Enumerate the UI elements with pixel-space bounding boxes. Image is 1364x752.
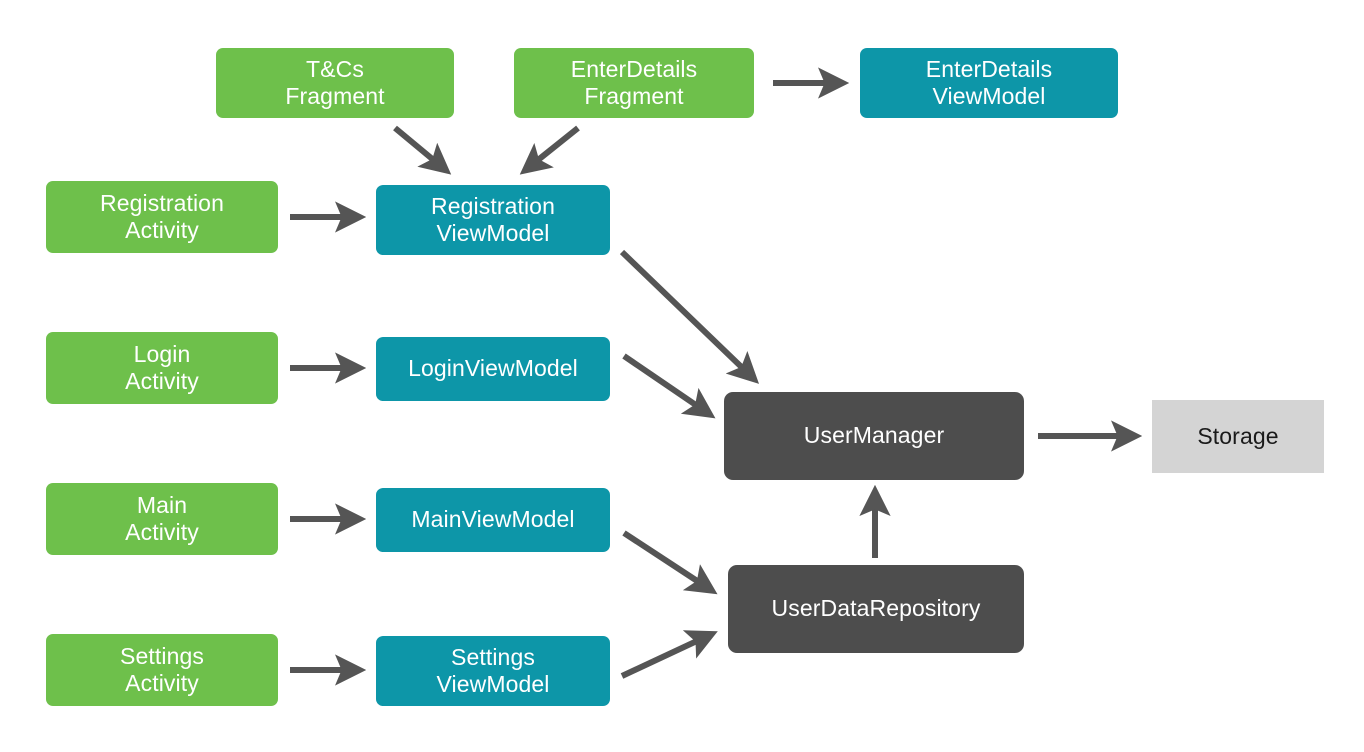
node-enterdetails-viewmodel[interactable]: EnterDetails ViewModel (860, 48, 1118, 118)
arrow-registration-viewmodel-to-user-manager (619, 249, 760, 384)
node-registration-viewmodel[interactable]: Registration ViewModel (376, 185, 610, 255)
node-storage[interactable]: Storage (1152, 400, 1324, 473)
node-user-data-repository[interactable]: UserDataRepository (728, 565, 1024, 653)
node-enterdetails-fragment[interactable]: EnterDetails Fragment (514, 48, 754, 118)
node-login-activity[interactable]: Login Activity (46, 332, 278, 404)
node-tcs-fragment[interactable]: T&Cs Fragment (216, 48, 454, 118)
node-main-viewmodel[interactable]: MainViewModel (376, 488, 610, 552)
arrow-login-viewmodel-to-user-manager (622, 353, 716, 419)
node-main-activity[interactable]: Main Activity (46, 483, 278, 555)
node-settings-viewmodel[interactable]: Settings ViewModel (376, 636, 610, 706)
node-registration-activity[interactable]: Registration Activity (46, 181, 278, 253)
node-user-manager[interactable]: UserManager (724, 392, 1024, 480)
arrow-tcs-fragment-to-registration-viewmodel (393, 125, 452, 175)
arrow-enterdetails-fragment-to-registration-viewmodel (519, 125, 580, 175)
node-settings-activity[interactable]: Settings Activity (46, 634, 278, 706)
arrow-main-viewmodel-to-user-data-repository (622, 530, 718, 595)
node-login-viewmodel[interactable]: LoginViewModel (376, 337, 610, 401)
arrow-settings-viewmodel-to-user-data-repository (620, 630, 718, 679)
